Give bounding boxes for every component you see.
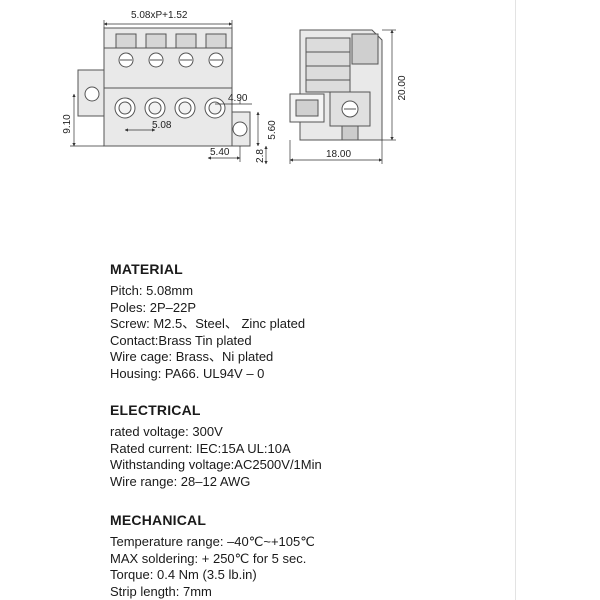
- front-view-dimensions: [70, 20, 268, 165]
- material-line: Pitch: 5.08mm: [110, 283, 194, 298]
- electrical-line: Wire range: 28–12 AWG: [110, 473, 251, 489]
- material-line: Wire cage: Brass、Ni plated: [110, 349, 274, 365]
- material-line: Screw: M2.5、Steel、 Zinc plated: [110, 316, 306, 332]
- electrical-section: ELECTRICAL rated voltage: 300V Rated cur…: [110, 402, 510, 490]
- electrical-line: rated voltage: 300V: [110, 424, 223, 439]
- electrical-line: Withstanding voltage:AC2500V/1Min: [110, 457, 322, 473]
- material-line: Housing: PA66. UL94V – 0: [110, 365, 265, 381]
- dim-top-width: 5.08xP+1.52: [131, 10, 188, 21]
- mechanical-section: MECHANICAL Temperature range: –40℃~+105℃…: [110, 512, 510, 600]
- material-line: Contact:Brass Tin plated: [110, 332, 252, 348]
- mechanical-line: Temperature range: –40℃~+105℃: [110, 534, 315, 549]
- mechanical-heading: MECHANICAL: [110, 512, 207, 528]
- mechanical-line: MAX soldering: + 250℃ for 5 sec.: [110, 550, 307, 566]
- mechanical-line: Torque: 0.4 Nm (3.5 lb.in): [110, 567, 257, 583]
- material-heading: MATERIAL: [110, 261, 183, 277]
- page-right-rule: [515, 0, 516, 600]
- dim-bottom-width: 5.40: [210, 147, 230, 158]
- side-view-dim-labels: 20.00 18.00: [326, 75, 408, 160]
- front-view-slots: [84, 33, 248, 137]
- front-view-dim-labels: 5.08xP+1.52 9.10 5.08 4.90 5.40 2.8 5.60: [62, 10, 278, 163]
- dim-left-height: 9.10: [62, 114, 73, 134]
- technical-drawing: 5.08xP+1.52 9.10 5.08 4.90 5.40 2.8 5.60…: [62, 10, 408, 165]
- dim-pitch: 5.08: [152, 120, 172, 131]
- material-section: MATERIAL Pitch: 5.08mm Poles: 2P–22P Scr…: [110, 261, 510, 383]
- dim-pin-offset: 4.90: [228, 93, 248, 104]
- dim-side-width: 18.00: [326, 149, 351, 160]
- mechanical-line: Strip length: 7mm: [110, 583, 212, 599]
- dim-side-height: 20.00: [397, 75, 408, 100]
- electrical-heading: ELECTRICAL: [110, 402, 201, 418]
- electrical-line: Rated current: IEC:15A UL:10A: [110, 440, 291, 456]
- dim-bottom-height: 2.8: [255, 149, 266, 163]
- dim-right-height: 5.60: [267, 120, 278, 140]
- side-view-dimensions: [289, 29, 396, 164]
- material-line: Poles: 2P–22P: [110, 299, 197, 315]
- side-view: [289, 29, 383, 141]
